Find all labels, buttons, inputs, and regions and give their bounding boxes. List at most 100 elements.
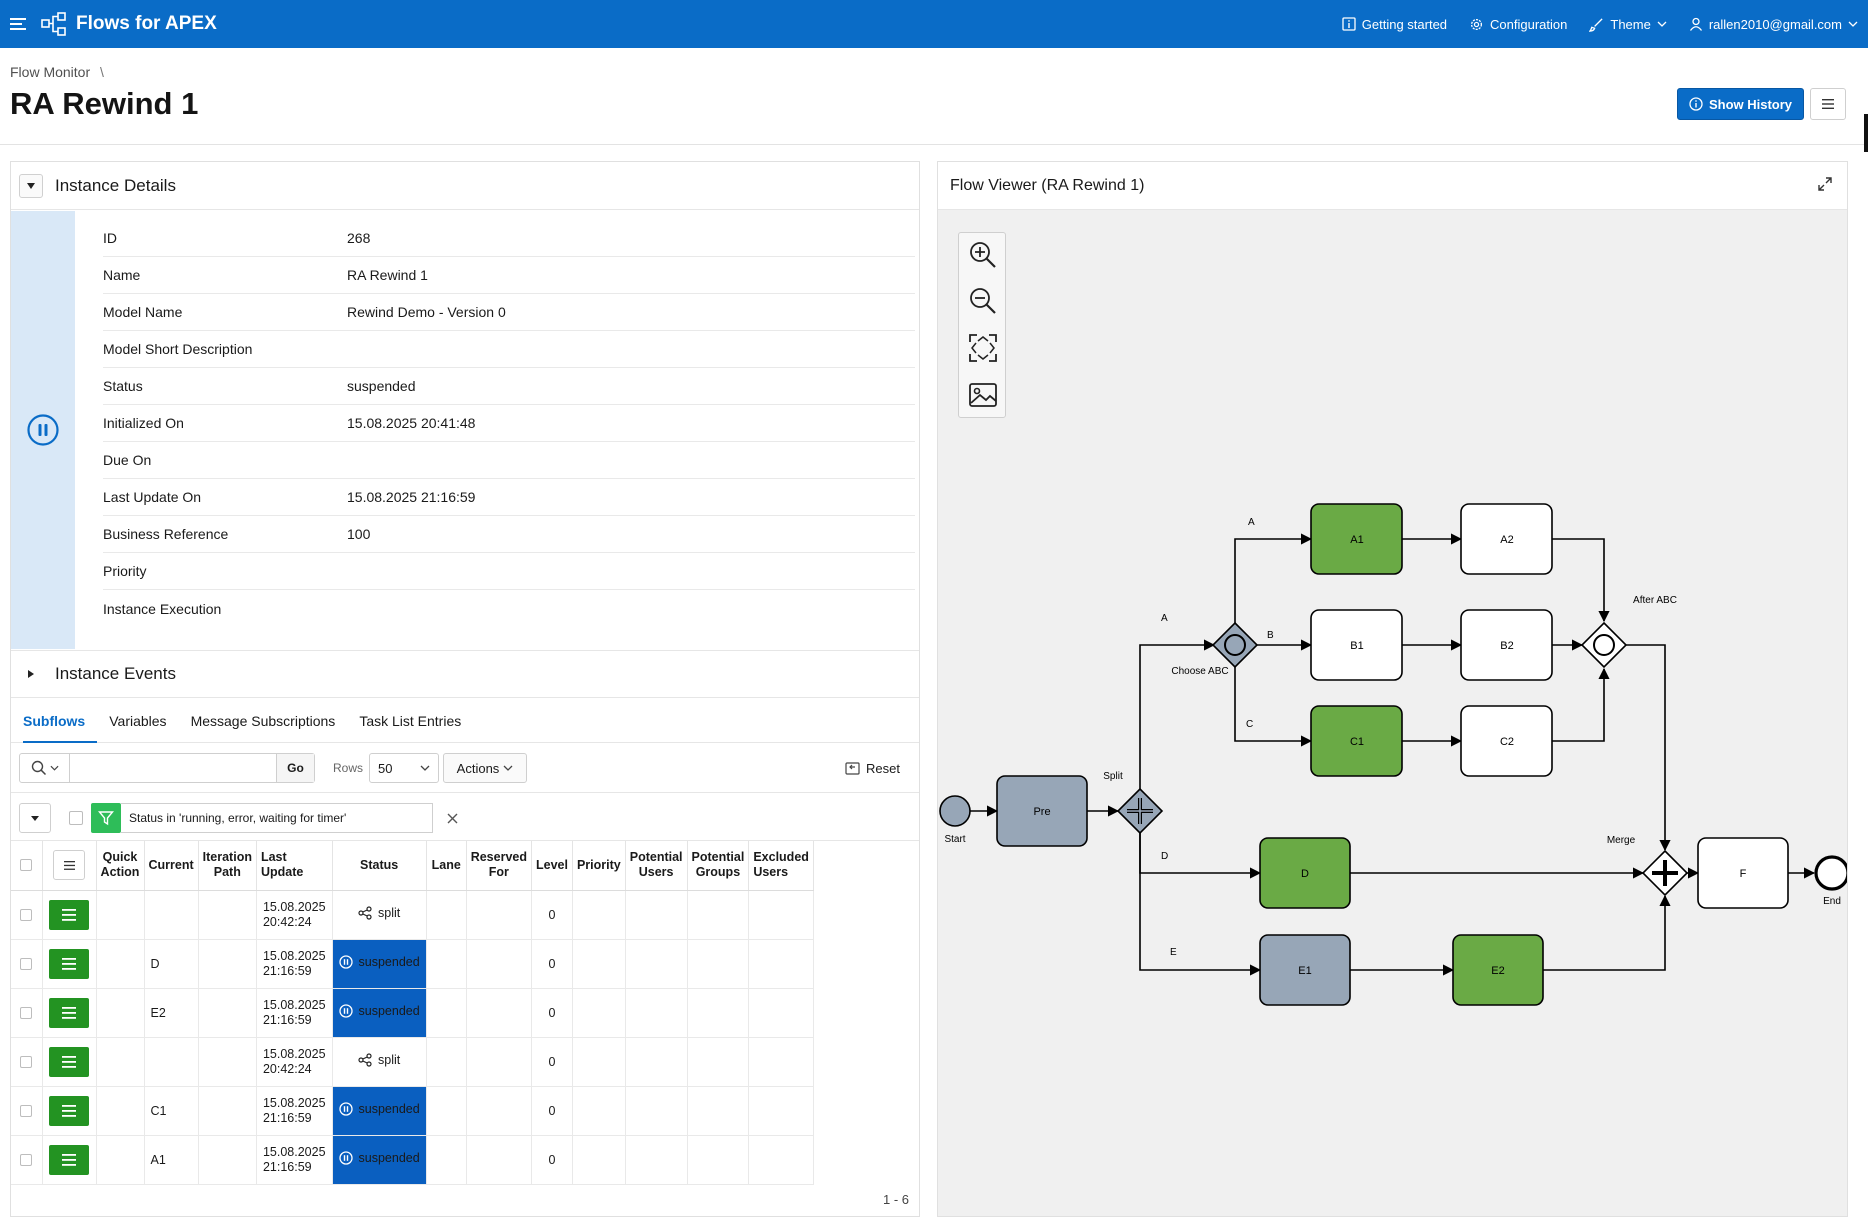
- configuration-link[interactable]: Configuration: [1469, 17, 1567, 32]
- hamburger-menu-button[interactable]: [0, 0, 36, 48]
- chevron-down-icon: [420, 765, 430, 771]
- flow-e2-merge[interactable]: [1543, 894, 1671, 971]
- row-actions-button[interactable]: [49, 948, 89, 979]
- col-header-lane[interactable]: Lane: [426, 841, 467, 891]
- app-title[interactable]: Flows for APEX: [76, 13, 217, 34]
- col-header-iteration-path[interactable]: Iteration Path: [198, 841, 257, 891]
- tab-variables[interactable]: Variables: [109, 712, 167, 729]
- filter-enable-checkbox[interactable]: [69, 811, 83, 825]
- task-c2[interactable]: [1460, 705, 1553, 777]
- flow-split-e[interactable]: [1139, 833, 1262, 976]
- col-header-status[interactable]: Status: [332, 841, 427, 891]
- getting-started-link[interactable]: Getting started: [1342, 17, 1447, 32]
- flow-a2-after[interactable]: [1552, 538, 1610, 623]
- split-gateway[interactable]: [1116, 787, 1164, 835]
- row-actions-button[interactable]: [49, 997, 89, 1028]
- col-header-excluded-users[interactable]: Excluded Users: [748, 841, 814, 891]
- column-menu-button[interactable]: [53, 850, 85, 881]
- row-actions-button[interactable]: [49, 1095, 89, 1126]
- flow-after-merge[interactable]: [1626, 644, 1671, 852]
- col-header-reserved-for[interactable]: Reserved For: [466, 841, 533, 891]
- tab-subflows[interactable]: Subflows: [11, 699, 98, 743]
- flow-choose-c1[interactable]: [1234, 667, 1313, 747]
- task-a1[interactable]: [1310, 503, 1403, 575]
- row-checkbox[interactable]: [20, 1105, 33, 1118]
- potential-groups-cell: [687, 1135, 750, 1185]
- actions-menu-button[interactable]: Actions: [443, 753, 527, 783]
- status-text: suspended: [358, 1102, 420, 1116]
- page-scrollbar-thumb[interactable]: [1864, 114, 1868, 152]
- edge-label-a-top: A: [1248, 517, 1255, 528]
- row-checkbox[interactable]: [20, 958, 33, 971]
- flow-split-d[interactable]: [1139, 833, 1262, 879]
- merge-gateway[interactable]: [1641, 849, 1689, 897]
- brush-icon: [1589, 17, 1603, 32]
- select-all-checkbox[interactable]: [20, 859, 33, 872]
- page-actions-menu-button[interactable]: [1810, 88, 1846, 120]
- task-b2[interactable]: [1460, 609, 1553, 681]
- flow-choose-a1[interactable]: [1234, 533, 1313, 623]
- after-abc-gateway[interactable]: [1580, 621, 1628, 669]
- col-header-current[interactable]: Current: [144, 841, 199, 891]
- user-menu[interactable]: rallen2010@gmail.com: [1689, 17, 1858, 32]
- col-header-quick-action[interactable]: Quick Action: [96, 841, 145, 891]
- search-input[interactable]: [70, 754, 276, 782]
- tab-message-subscriptions[interactable]: Message Subscriptions: [190, 712, 336, 729]
- col-header-potential-groups[interactable]: Potential Groups: [687, 841, 750, 891]
- task-pre[interactable]: [996, 775, 1088, 847]
- breadcrumb-flow-monitor[interactable]: Flow Monitor: [10, 64, 91, 80]
- quick-action-cell: [96, 939, 145, 989]
- status-cell: split: [332, 890, 427, 940]
- row-actions-button[interactable]: [49, 1144, 89, 1175]
- reset-button[interactable]: Reset: [845, 753, 909, 783]
- instance-events-expand-button[interactable]: [19, 662, 43, 686]
- show-history-button[interactable]: Show History: [1677, 88, 1804, 120]
- search-column-menu-button[interactable]: [20, 754, 70, 782]
- col-header-priority[interactable]: Priority: [572, 841, 626, 891]
- row-actions-button[interactable]: [49, 1046, 89, 1077]
- flow-c2-after[interactable]: [1552, 667, 1610, 742]
- end-event[interactable]: [1814, 855, 1847, 891]
- filter-condition[interactable]: Status in 'running, error, waiting for t…: [121, 803, 433, 833]
- filter-collapse-button[interactable]: [19, 803, 51, 833]
- row-checkbox[interactable]: [20, 1007, 33, 1020]
- row-checkbox[interactable]: [20, 1056, 33, 1069]
- zoom-out-button[interactable]: [967, 285, 999, 317]
- flow-split-choose[interactable]: [1139, 639, 1216, 789]
- row-checkbox[interactable]: [20, 909, 33, 922]
- bpmn-diagram[interactable]: Start Pre Split Choose ABC A1 A2 B1 B2 C…: [938, 162, 1847, 1216]
- remove-filter-button[interactable]: [443, 809, 461, 827]
- task-a2[interactable]: [1460, 503, 1553, 575]
- task-c1[interactable]: [1310, 705, 1403, 777]
- task-d[interactable]: [1259, 837, 1351, 909]
- instance-details-collapse-button[interactable]: [19, 173, 43, 198]
- maximize-button[interactable]: [1817, 176, 1833, 195]
- go-button[interactable]: Go: [276, 754, 314, 782]
- row-checkbox[interactable]: [20, 1154, 33, 1167]
- task-f[interactable]: [1697, 837, 1789, 909]
- fit-to-screen-button[interactable]: [967, 332, 999, 364]
- task-b1[interactable]: [1310, 609, 1403, 681]
- export-image-button[interactable]: [967, 379, 999, 411]
- zoom-in-button[interactable]: [967, 239, 999, 271]
- theme-menu[interactable]: Theme: [1589, 17, 1667, 32]
- col-header-last-update[interactable]: Last Update: [256, 841, 333, 891]
- row-actions-button[interactable]: [49, 899, 89, 930]
- tab-task-list-entries[interactable]: Task List Entries: [359, 712, 462, 729]
- rows-per-page-select[interactable]: 50: [369, 753, 439, 783]
- choose-abc-gateway[interactable]: [1211, 621, 1259, 669]
- col-header-potential-users[interactable]: Potential Users: [625, 841, 688, 891]
- col-header-level[interactable]: Level: [531, 841, 573, 891]
- start-event[interactable]: [939, 795, 971, 827]
- flow-network-icon: [41, 12, 66, 36]
- task-e2[interactable]: [1452, 934, 1544, 1006]
- task-e1[interactable]: [1259, 934, 1351, 1006]
- label-choose-abc: Choose ABC: [1171, 666, 1228, 677]
